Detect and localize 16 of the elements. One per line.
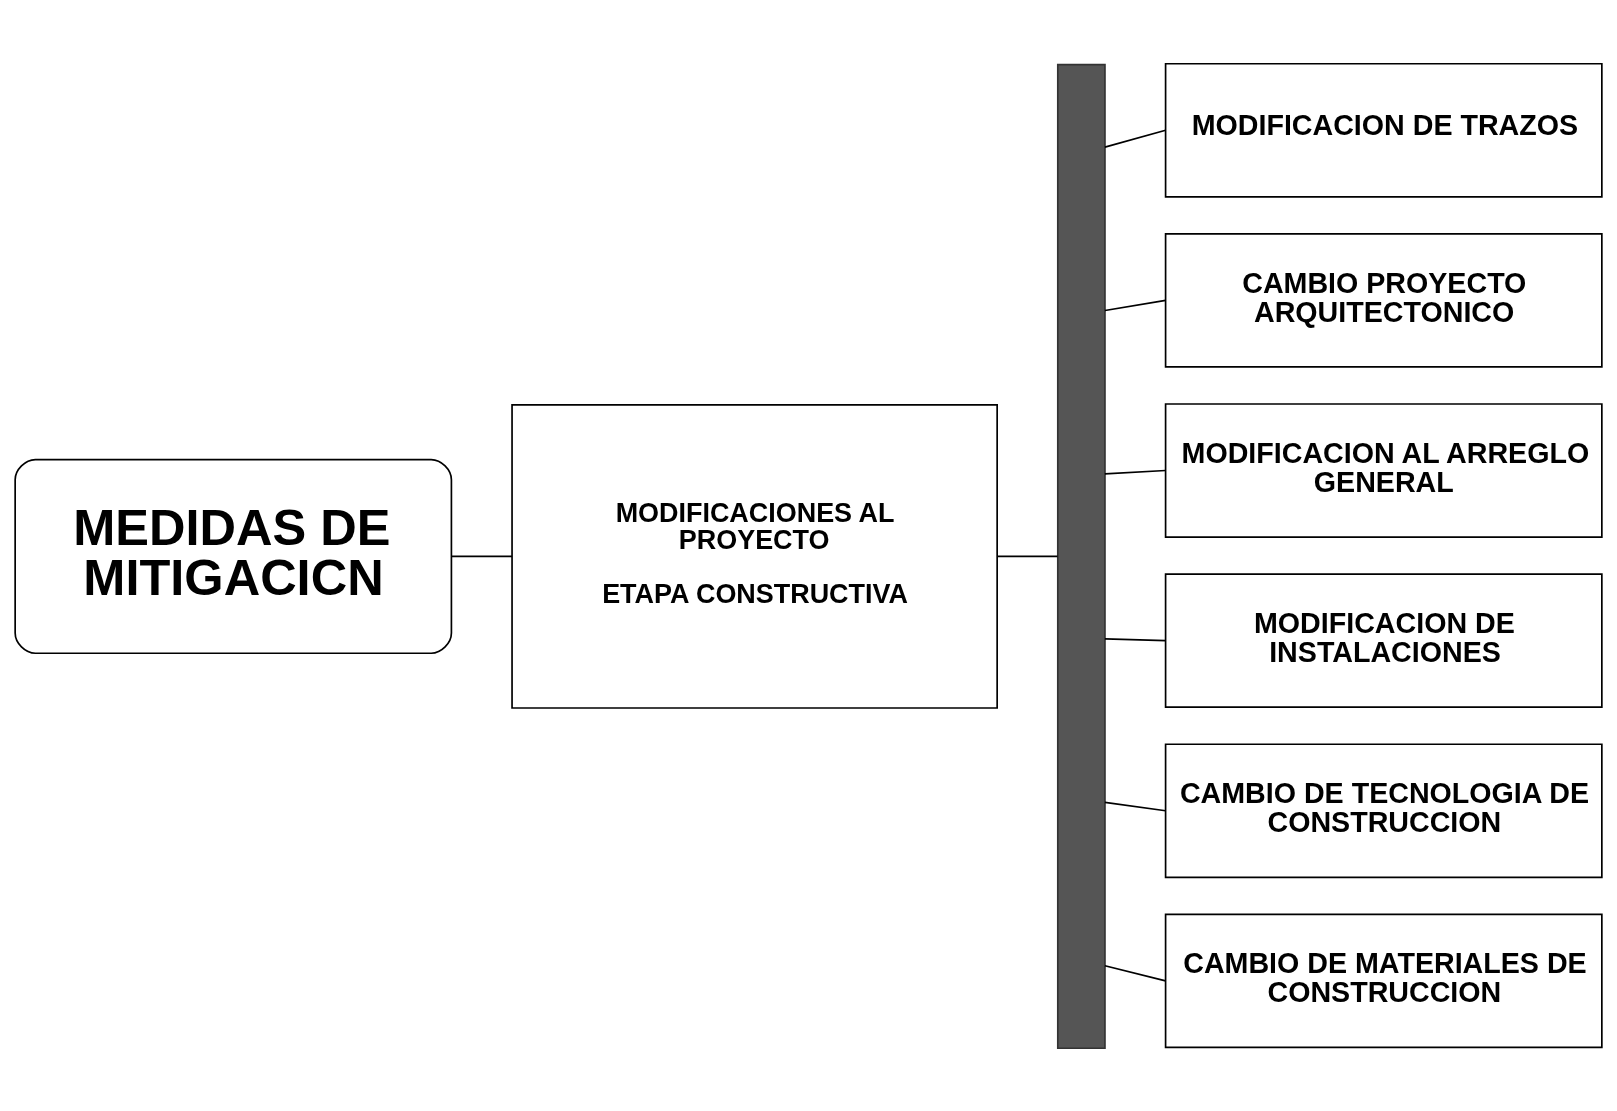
node-box: CAMBIO PROYECTO ARQUITECTONICO — [1164, 232, 1603, 368]
connector — [996, 555, 1059, 557]
connector — [1104, 964, 1167, 982]
connector — [1104, 299, 1167, 311]
node-box: MEDIDAS DE MITIGACICN — [14, 458, 453, 654]
connector — [1104, 469, 1167, 475]
node-box: CAMBIO DE TECNOLOGIA DE CONSTRUCCION — [1164, 742, 1603, 878]
connector — [1104, 801, 1167, 812]
connector — [1104, 637, 1167, 641]
node-box: MODIFICACION DE TRAZOS — [1164, 62, 1603, 198]
node-box: MODIFICACION DE INSTALACIONES — [1164, 572, 1603, 708]
node-box: MODIFICACION AL ARREGLO GENERAL — [1164, 402, 1603, 538]
node-box: MODIFICACIONES AL PROYECTO ETAPA CONSTRUCTIVA — [511, 403, 998, 709]
node-box: CAMBIO DE MATERIALES DE CONSTRUCCION — [1164, 913, 1603, 1048]
connector — [450, 555, 513, 557]
connector — [1104, 128, 1167, 148]
